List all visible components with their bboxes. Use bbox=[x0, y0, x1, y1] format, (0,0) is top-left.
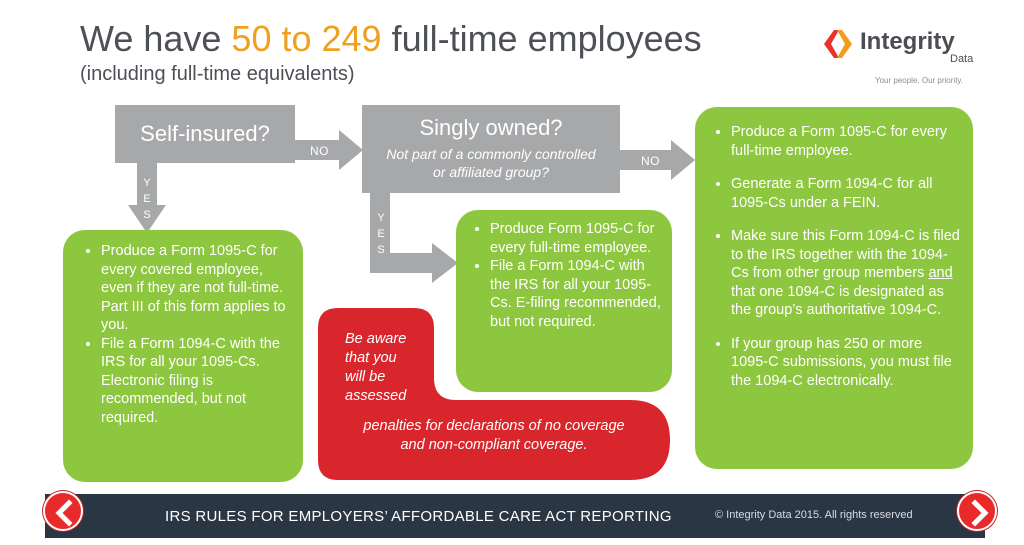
arrow-no-right-2 bbox=[620, 140, 695, 180]
list-item: Generate a Form 1094-C for all 1095-Cs u… bbox=[731, 175, 961, 212]
logo-mark-icon bbox=[824, 30, 852, 58]
item3-before: Make sure this Form 1094-C is filed to t… bbox=[731, 228, 960, 281]
footer-copyright: © Integrity Data 2015. All rights reserv… bbox=[715, 509, 913, 521]
warning-line6: and non-compliant coverage. bbox=[400, 437, 588, 453]
warning-shape bbox=[318, 308, 670, 480]
list-item: File a Form 1094-C with the IRS for all … bbox=[490, 257, 662, 331]
result-self-insured: Produce a Form 1095-C for every covered … bbox=[63, 230, 303, 482]
list-item: Produce Form 1095-C for every full-time … bbox=[490, 220, 662, 257]
no-label-2: NO bbox=[641, 154, 660, 168]
title-highlight: 50 to 249 bbox=[231, 18, 382, 59]
yes-label-2: YES bbox=[374, 210, 388, 258]
result-singly-owned: Produce Form 1095-C for every full-time … bbox=[456, 210, 672, 392]
warning-line3: will be bbox=[345, 369, 386, 385]
warning-line2: that you bbox=[345, 350, 397, 366]
company-logo: Integrity Data Your people. Our priority… bbox=[820, 28, 980, 88]
result-group-member: Produce a Form 1095-C for every full-tim… bbox=[695, 107, 973, 469]
question-singly-owned: Singly owned? Not part of a commonly con… bbox=[362, 105, 620, 193]
logo-sub: Data bbox=[950, 53, 974, 65]
page-title: We have 50 to 249 full-time employees bbox=[80, 18, 702, 60]
list-item: Make sure this Form 1094-C is filed to t… bbox=[731, 227, 961, 320]
yes-text-2: YES bbox=[377, 212, 385, 256]
list-item: File a Form 1094-C with the IRS for all … bbox=[101, 335, 291, 428]
no-label-1: NO bbox=[310, 144, 329, 158]
question-self-insured: Self-insured? bbox=[115, 105, 295, 163]
chevron-left-icon bbox=[55, 499, 73, 527]
title-before: We have bbox=[80, 18, 232, 59]
q2-sub-line2: or affiliated group? bbox=[433, 164, 549, 180]
logo-tagline: Your people. Our priority. bbox=[875, 76, 964, 85]
q2-subtitle: Not part of a commonly controlled or affi… bbox=[362, 145, 620, 181]
footer-title: IRS RULES FOR EMPLOYERS’ AFFORDABLE CARE… bbox=[165, 508, 672, 525]
arrow-yes-down-left bbox=[128, 163, 166, 233]
logo-name: Integrity bbox=[860, 28, 955, 55]
next-button[interactable] bbox=[957, 491, 997, 531]
chevron-right-icon bbox=[971, 499, 989, 527]
item3-after: that one 1094-C is designated as the gro… bbox=[731, 283, 944, 319]
warning-text-bottom: penalties for declarations of no coverag… bbox=[318, 417, 670, 455]
list-item: Produce a Form 1095-C for every covered … bbox=[101, 242, 291, 335]
footer-bar: IRS RULES FOR EMPLOYERS’ AFFORDABLE CARE… bbox=[45, 494, 985, 538]
page-subtitle: (including full-time equivalents) bbox=[80, 63, 355, 85]
list-item: Produce a Form 1095-C for every full-tim… bbox=[731, 123, 961, 160]
warning-text-top: Be aware that you will be assessed bbox=[345, 330, 406, 406]
title-after: full-time employees bbox=[381, 18, 702, 59]
prev-button[interactable] bbox=[43, 491, 83, 531]
arrow-no-right-1 bbox=[295, 130, 363, 170]
arrow-yes-elbow bbox=[370, 193, 458, 283]
warning-line1: Be aware bbox=[345, 331, 407, 347]
item3-underlined: and bbox=[928, 265, 953, 281]
warning-line5: penalties for declarations of no coverag… bbox=[363, 418, 625, 434]
yes-text-1: YES bbox=[143, 177, 151, 221]
q2-title: Singly owned? bbox=[419, 115, 563, 140]
q2-sub-line1: Not part of a commonly controlled bbox=[386, 146, 596, 162]
warning-line4: assessed bbox=[345, 388, 407, 404]
yes-label-1: YES bbox=[140, 175, 154, 223]
list-item: If your group has 250 or more 1095-C sub… bbox=[731, 335, 961, 391]
